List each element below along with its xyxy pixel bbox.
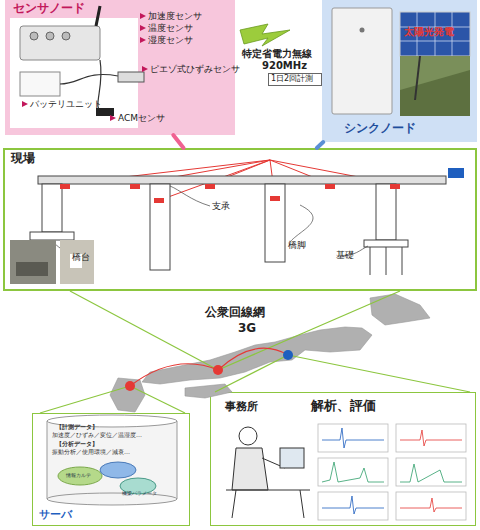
node-box: サーバ — [32, 413, 190, 526]
part-label: 橋脚 — [288, 240, 306, 250]
part-label: 公衆回線網 — [205, 306, 265, 320]
node-heading: 1日2回計測 — [271, 74, 313, 83]
network-arc — [130, 364, 218, 386]
part-label: 特定省電力無線 — [242, 48, 312, 60]
network-arc — [130, 348, 288, 386]
radio-bolt — [240, 24, 290, 46]
japan-map — [370, 294, 430, 325]
node-heading: シンクノード — [344, 122, 416, 136]
site-dot — [125, 350, 293, 391]
part-label: 基礎 — [336, 250, 354, 260]
node-box: 1日2回計測 — [268, 73, 322, 86]
part-label: 920MHz — [262, 60, 307, 72]
network-lines — [215, 355, 288, 392]
node-heading: 事務所 — [225, 401, 258, 414]
part-label: ACMセンサ — [118, 113, 165, 123]
site-dot — [125, 381, 135, 391]
japan-map — [110, 378, 145, 412]
part-label: 振動分析／使用環境／減衰… — [52, 449, 130, 456]
part-label: 【分析データ】 — [56, 441, 98, 448]
part-label: バッテリユニット — [30, 99, 102, 109]
network-lines — [130, 386, 185, 413]
node-text: 解析、評価 — [311, 399, 376, 414]
network-arc — [218, 348, 288, 370]
site-dot — [283, 350, 293, 360]
part-label: ピエゾ式ひずみセンサ — [150, 64, 240, 74]
part-label: 支承 — [212, 201, 230, 211]
part-label: 加速度センサ — [148, 11, 202, 21]
radio-bolt — [240, 24, 290, 46]
japan-map — [142, 327, 372, 384]
link-connector — [173, 135, 183, 148]
node-box: シンクノード — [322, 0, 477, 142]
part-label: 橋梁パラメータ — [122, 491, 157, 497]
node-box: 事務所 解析、評価 — [210, 392, 476, 526]
part-label: 情報カルテ — [66, 473, 91, 479]
network-lines — [218, 291, 400, 370]
node-box: 現場 — [3, 148, 477, 291]
network-lines — [40, 386, 130, 413]
part-label: 湿度センサ — [148, 35, 193, 45]
part-label: 太陽光発電 — [404, 26, 454, 38]
network-lines — [288, 355, 470, 392]
part-label: 加速度／ひずみ／変位／温湿度… — [52, 432, 142, 439]
part-label: 【計測データ】 — [56, 424, 98, 431]
site-dot — [213, 365, 223, 375]
part-label: 3G — [238, 322, 256, 336]
part-label: 温度センサ — [148, 23, 193, 33]
node-heading: サーバ — [39, 509, 72, 522]
part-label: 橋台 — [72, 252, 90, 262]
node-heading: センサノード — [13, 2, 85, 16]
node-heading: 現場 — [11, 152, 35, 166]
network-lines — [70, 291, 218, 370]
